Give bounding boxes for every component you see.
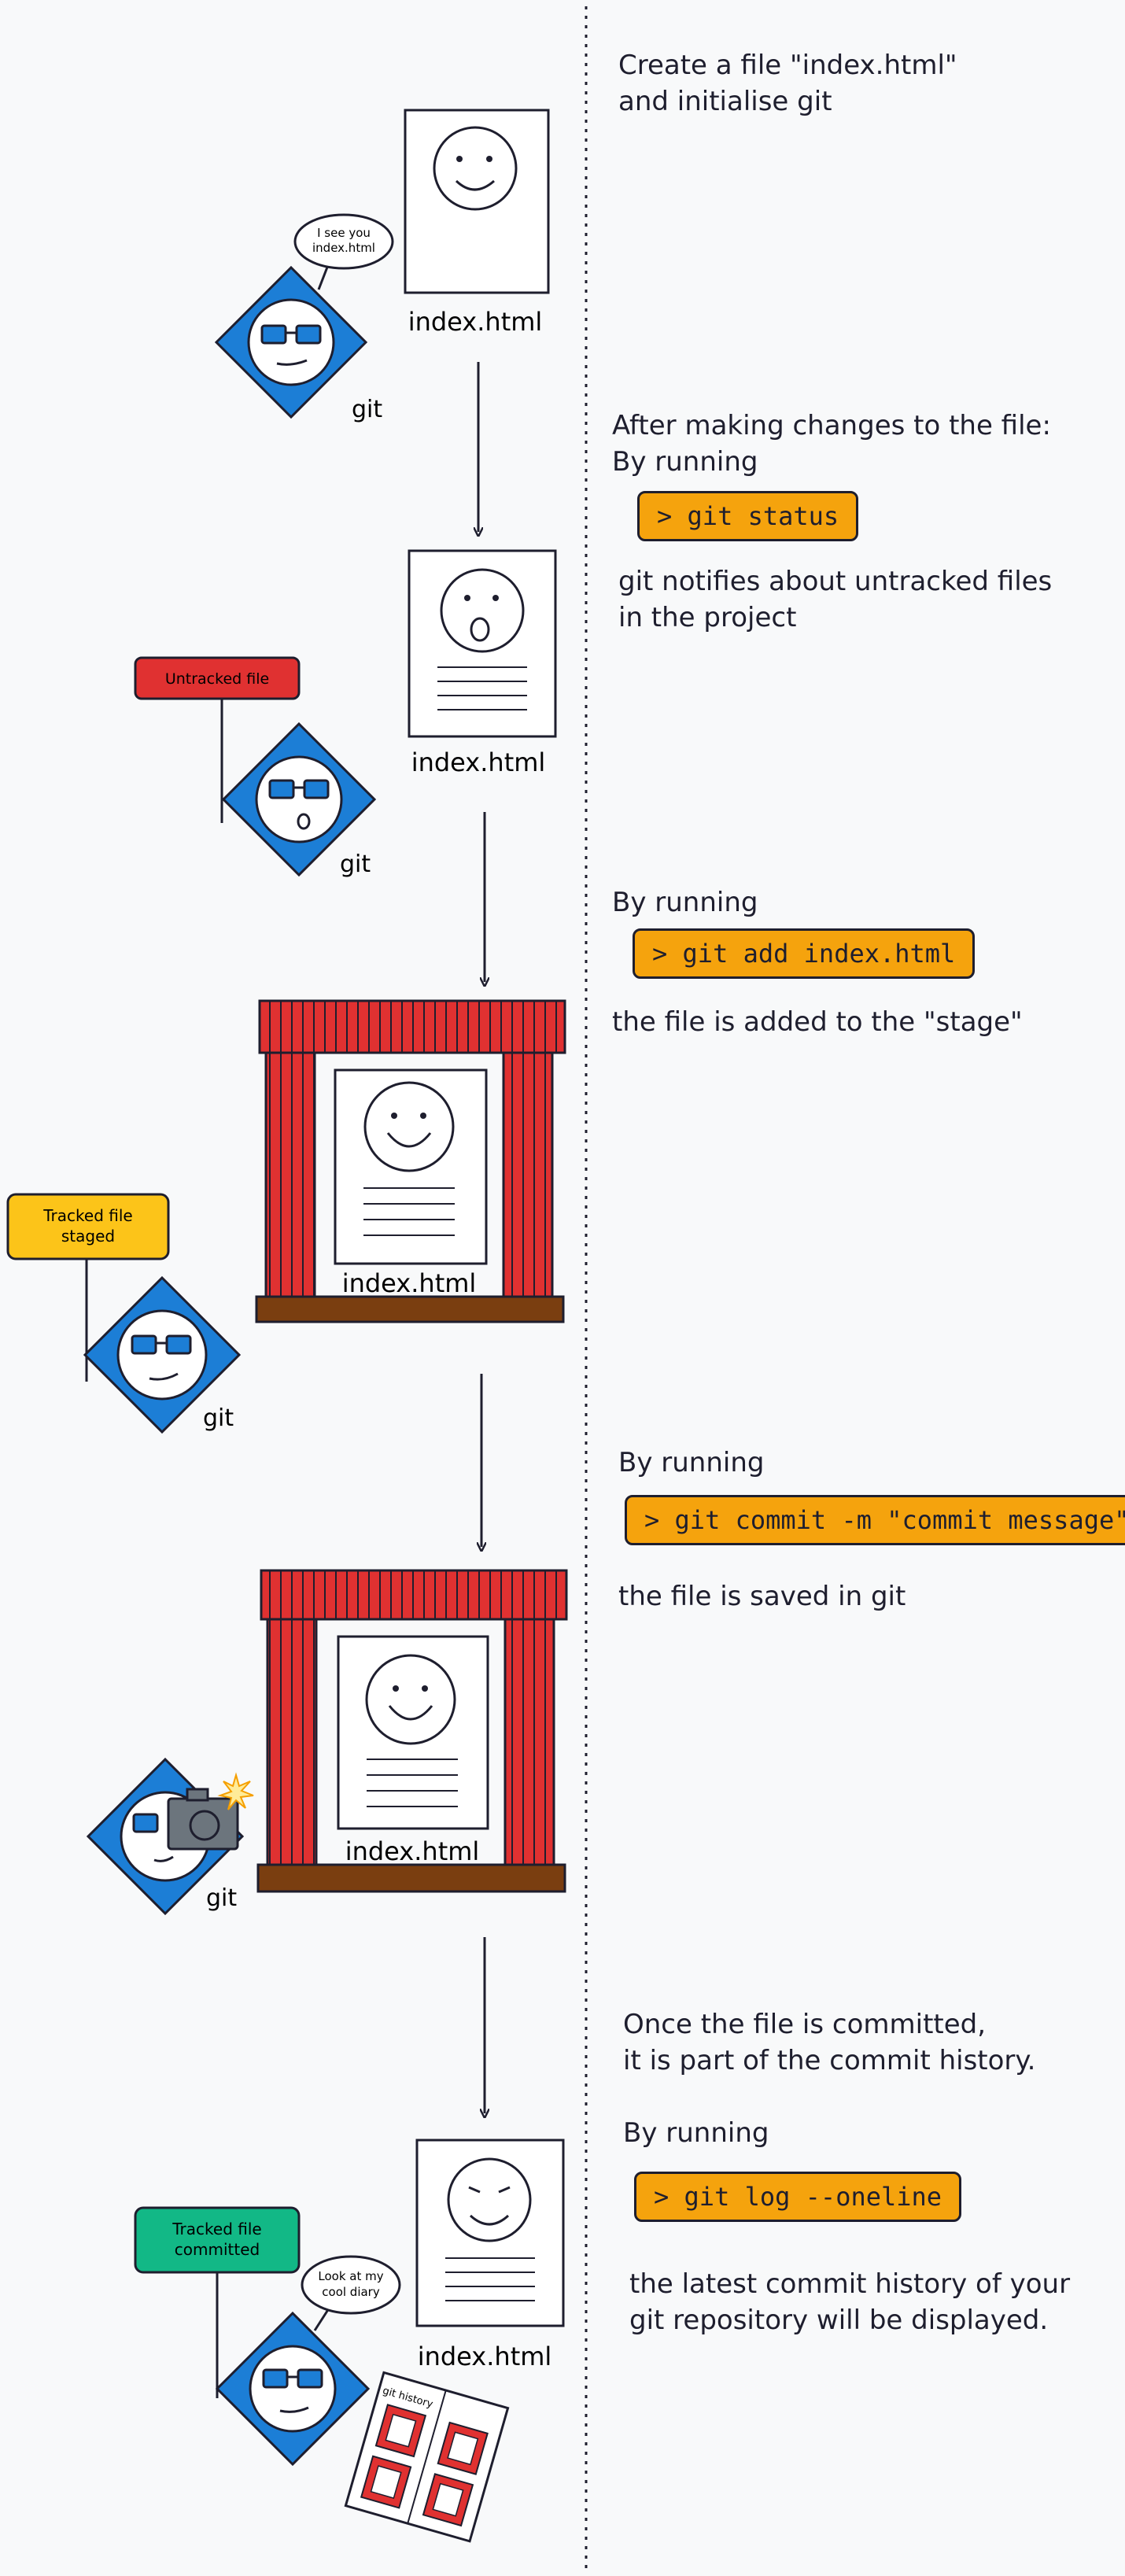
git-mascot-icon bbox=[214, 265, 368, 419]
note-line: git notifies about untracked files bbox=[618, 566, 1053, 597]
git-mascot-icon bbox=[221, 722, 377, 877]
step-1: index.html I see you index.html git bbox=[214, 109, 550, 423]
git-label: git bbox=[340, 851, 371, 878]
file-document bbox=[415, 2139, 565, 2327]
file-label: index.html bbox=[345, 1836, 480, 1866]
speech-bubble: I see you index.html bbox=[293, 213, 394, 290]
diary-icon: git history bbox=[344, 2371, 510, 2543]
git-status-command: > git status bbox=[637, 491, 859, 541]
git-commit-command: > git commit -m "commit message" bbox=[625, 1495, 1125, 1545]
stage-icon bbox=[255, 999, 566, 1323]
committed-tag: Tracked file committed bbox=[134, 2206, 301, 2398]
flash-icon bbox=[217, 1772, 254, 1810]
file-label: index.html bbox=[342, 1268, 477, 1298]
step-4-result: the file is saved in git bbox=[618, 1578, 906, 1615]
stage-icon bbox=[256, 1569, 568, 1893]
file-label: index.html bbox=[411, 747, 546, 777]
step-3-note: By running bbox=[612, 884, 758, 921]
smiley-face-icon bbox=[365, 1654, 456, 1745]
tag-line-2: committed bbox=[175, 2240, 260, 2259]
note-line: the file is added to the "stage" bbox=[612, 1006, 1023, 1038]
step-2: index.html Untracked file git bbox=[134, 549, 557, 878]
file-document bbox=[334, 1068, 488, 1265]
note-line: the file is saved in git bbox=[618, 1581, 906, 1612]
step-5-note: Once the file is committed, it is part o… bbox=[623, 2006, 1036, 2151]
bubble-line-2: index.html bbox=[312, 241, 375, 255]
git-log-command: > git log --oneline bbox=[634, 2172, 962, 2222]
file-document bbox=[408, 549, 557, 738]
note-line: Create a file "index.html" bbox=[618, 50, 957, 81]
bubble-line-1: Look at my bbox=[318, 2269, 383, 2283]
step-3-result: the file is added to the "stage" bbox=[612, 1004, 1023, 1040]
speech-bubble: Look at my cool diary bbox=[301, 2255, 401, 2331]
smiley-face-icon bbox=[433, 126, 518, 211]
note-line: By running bbox=[612, 446, 758, 478]
untracked-tag: Untracked file bbox=[134, 656, 301, 823]
git-label: git bbox=[206, 1884, 237, 1912]
step-4-note: By running bbox=[618, 1445, 764, 1481]
note-line bbox=[623, 2079, 1036, 2115]
file-document bbox=[337, 1635, 489, 1830]
note-line: By running bbox=[623, 2117, 769, 2149]
git-label: git bbox=[352, 396, 382, 423]
file-label: index.html bbox=[408, 307, 543, 337]
note-line: the latest commit history of your bbox=[629, 2268, 1071, 2300]
note-line: By running bbox=[612, 887, 758, 918]
camera-icon bbox=[167, 1788, 239, 1851]
tag-line-2: staged bbox=[61, 1227, 115, 1246]
note-line: git repository will be displayed. bbox=[629, 2305, 1049, 2336]
file-document bbox=[404, 109, 550, 294]
git-mascot-icon bbox=[215, 2311, 371, 2467]
note-line: in the project bbox=[618, 602, 797, 633]
note-line: Once the file is committed, bbox=[623, 2009, 987, 2040]
tag-line-1: Tracked file bbox=[172, 2220, 261, 2238]
step-3: index.html Tracked file staged git bbox=[6, 999, 566, 1434]
step-1-note: Create a file "index.html" and initialis… bbox=[618, 47, 957, 120]
tag-line-1: Tracked file bbox=[42, 1206, 132, 1225]
git-mascot-icon bbox=[83, 1275, 242, 1434]
smiley-face-icon bbox=[363, 1081, 455, 1172]
note-line: After making changes to the file: bbox=[612, 410, 1051, 441]
step-5-result: the latest commit history of your git re… bbox=[629, 2266, 1070, 2338]
bubble-line-1: I see you bbox=[317, 226, 371, 240]
git-add-command: > git add index.html bbox=[633, 928, 976, 979]
step-5: index.html Tracked file committed Look a… bbox=[134, 2139, 565, 2543]
surprised-face-icon bbox=[440, 568, 525, 653]
tag-label: Untracked file bbox=[165, 670, 269, 688]
note-line: it is part of the commit history. bbox=[623, 2045, 1036, 2076]
smiley-face-icon bbox=[447, 2157, 532, 2242]
note-line: By running bbox=[618, 1447, 765, 1478]
file-label: index.html bbox=[418, 2342, 552, 2371]
staged-tag: Tracked file staged bbox=[6, 1193, 170, 1382]
git-label: git bbox=[203, 1404, 234, 1432]
step-2-note: After making changes to the file: By run… bbox=[612, 408, 1051, 480]
note-line: and initialise git bbox=[618, 86, 832, 117]
step-2-result: git notifies about untracked files in th… bbox=[618, 563, 1052, 636]
bubble-line-2: cool diary bbox=[322, 2285, 380, 2299]
step-4: index.html git bbox=[86, 1569, 568, 1916]
